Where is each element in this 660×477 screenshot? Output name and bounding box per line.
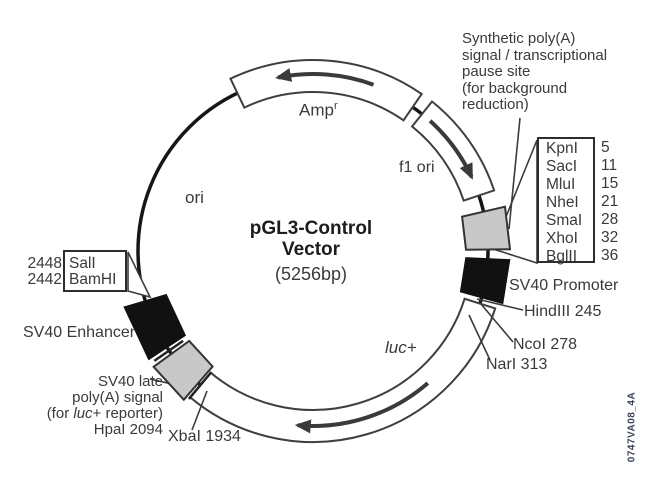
mcs-position-kpni: 5 — [601, 139, 610, 156]
synthetic-polya-note-line4: (for background — [462, 79, 568, 97]
plasmid-title-block: pGL3-Control Vector (5256bp) — [231, 218, 391, 285]
late-polya-note-line3-pre: (for — [46, 405, 74, 422]
synthetic-polya-box — [461, 205, 512, 251]
mcs-enzyme-nhei: NheI — [546, 194, 579, 211]
f1-ori-band — [410, 100, 496, 202]
mcs-enzyme-smai: SmaI — [546, 212, 583, 229]
synthetic-polya-note-line2: signal / transcriptional — [462, 46, 608, 64]
ncoi-leader-line — [480, 303, 514, 343]
late-polya-note-line3: (for luc+ reporter) — [20, 406, 163, 422]
amp-gene-label: Ampr — [299, 100, 338, 120]
sv40-enhancer-box — [123, 293, 187, 361]
hindiii-site-label: HindIII 245 — [524, 303, 602, 320]
enhancer-polya-boundary-tick — [153, 339, 184, 362]
luc-direction-arrow — [294, 381, 430, 434]
f1-ori-direction-arrow — [428, 119, 474, 180]
sali-enzyme: SalI — [69, 255, 96, 272]
mcs-enzyme-xhoi: XhoI — [546, 230, 578, 247]
synthetic-polya-note-line1: Synthetic poly(A) — [462, 30, 576, 47]
plasmid-size-label: (5256bp) — [274, 264, 348, 284]
mcs-position-smai: 28 — [601, 211, 619, 228]
late-polya-note-line3-post: + reporter) — [92, 405, 163, 422]
sv40-late-polya-box — [152, 339, 214, 402]
xbai-leader-line — [191, 390, 208, 431]
xbai-boundary-tick — [187, 371, 213, 400]
late-polya-note-line2: poly(A) signal — [72, 389, 163, 406]
mcs-enzyme-box: KpnI SacI MluI NheI SmaI XhoI BglII — [537, 137, 595, 265]
synthetic-polya-leader-line — [508, 117, 521, 230]
ori-label: ori — [185, 188, 204, 207]
nari-leader-line — [468, 314, 491, 361]
luc-gene-label: luc+ — [385, 338, 417, 357]
bamhi-enzyme: BamHI — [69, 270, 117, 288]
synthetic-polya-note-line5: reduction) — [462, 96, 529, 113]
mcs-position-mlui: 15 — [601, 175, 619, 192]
sali-position: 2448 — [27, 255, 62, 272]
sv40-enhancer-label: SV40 Enhancer — [23, 324, 136, 341]
mcs-position-nhei: 21 — [601, 193, 619, 210]
mcs-position-list: 5 11 15 21 28 32 36 — [601, 139, 618, 265]
sv40-promoter-box — [459, 257, 511, 305]
sali-bamhi-box: SalI BamHI — [63, 250, 127, 292]
hindiii-leader-line — [476, 298, 524, 311]
synthetic-polya-note-line3: pause site — [462, 63, 531, 80]
late-polya-note: SV40 late poly(A) signal (for luc+ repor… — [20, 374, 163, 438]
plasmid-name-line1: pGL3-Control — [249, 218, 373, 239]
mcs-enzyme-mlui: MluI — [546, 176, 576, 193]
mcs-position-saci: 11 — [601, 157, 618, 174]
late-polya-note-line3-luc: luc — [73, 405, 93, 422]
mcs-enzyme-kpni: KpnI — [546, 140, 578, 157]
sv40-promoter-label: SV40 Promoter — [509, 277, 619, 294]
luc-gene-band — [188, 297, 497, 444]
amp-gene-label-text: Amp — [299, 100, 334, 120]
mcs-enzyme-saci: SacI — [546, 158, 578, 175]
synthetic-polya-note: Synthetic poly(A) signal / transcription… — [462, 30, 608, 114]
ncoi-site-label: NcoI 278 — [513, 336, 578, 353]
nari-site-label: NarI 313 — [486, 356, 548, 373]
amp-superscript-r: r — [333, 100, 338, 112]
mcs-position-xhoi: 32 — [601, 229, 619, 246]
hpai-site-label: HpaI 2094 — [93, 421, 163, 438]
mcs-enzyme-bglii: BglII — [546, 248, 578, 265]
mcs-position-bglii: 36 — [601, 247, 619, 264]
sali-bamhi-callout-wedge — [127, 251, 152, 299]
plasmid-name-line2: Vector — [281, 239, 341, 260]
f1-ori-label: f1 ori — [399, 159, 435, 176]
late-polya-note-line1: SV40 late — [97, 373, 163, 390]
bamhi-position: 2442 — [27, 270, 62, 288]
amp-direction-arrow — [275, 68, 375, 87]
xbai-site-label: XbaI 1934 — [168, 428, 241, 445]
figure-id-watermark: 0747VA08_4A — [626, 391, 638, 463]
left-sites-position-list: 2448 2442 — [21, 256, 62, 287]
